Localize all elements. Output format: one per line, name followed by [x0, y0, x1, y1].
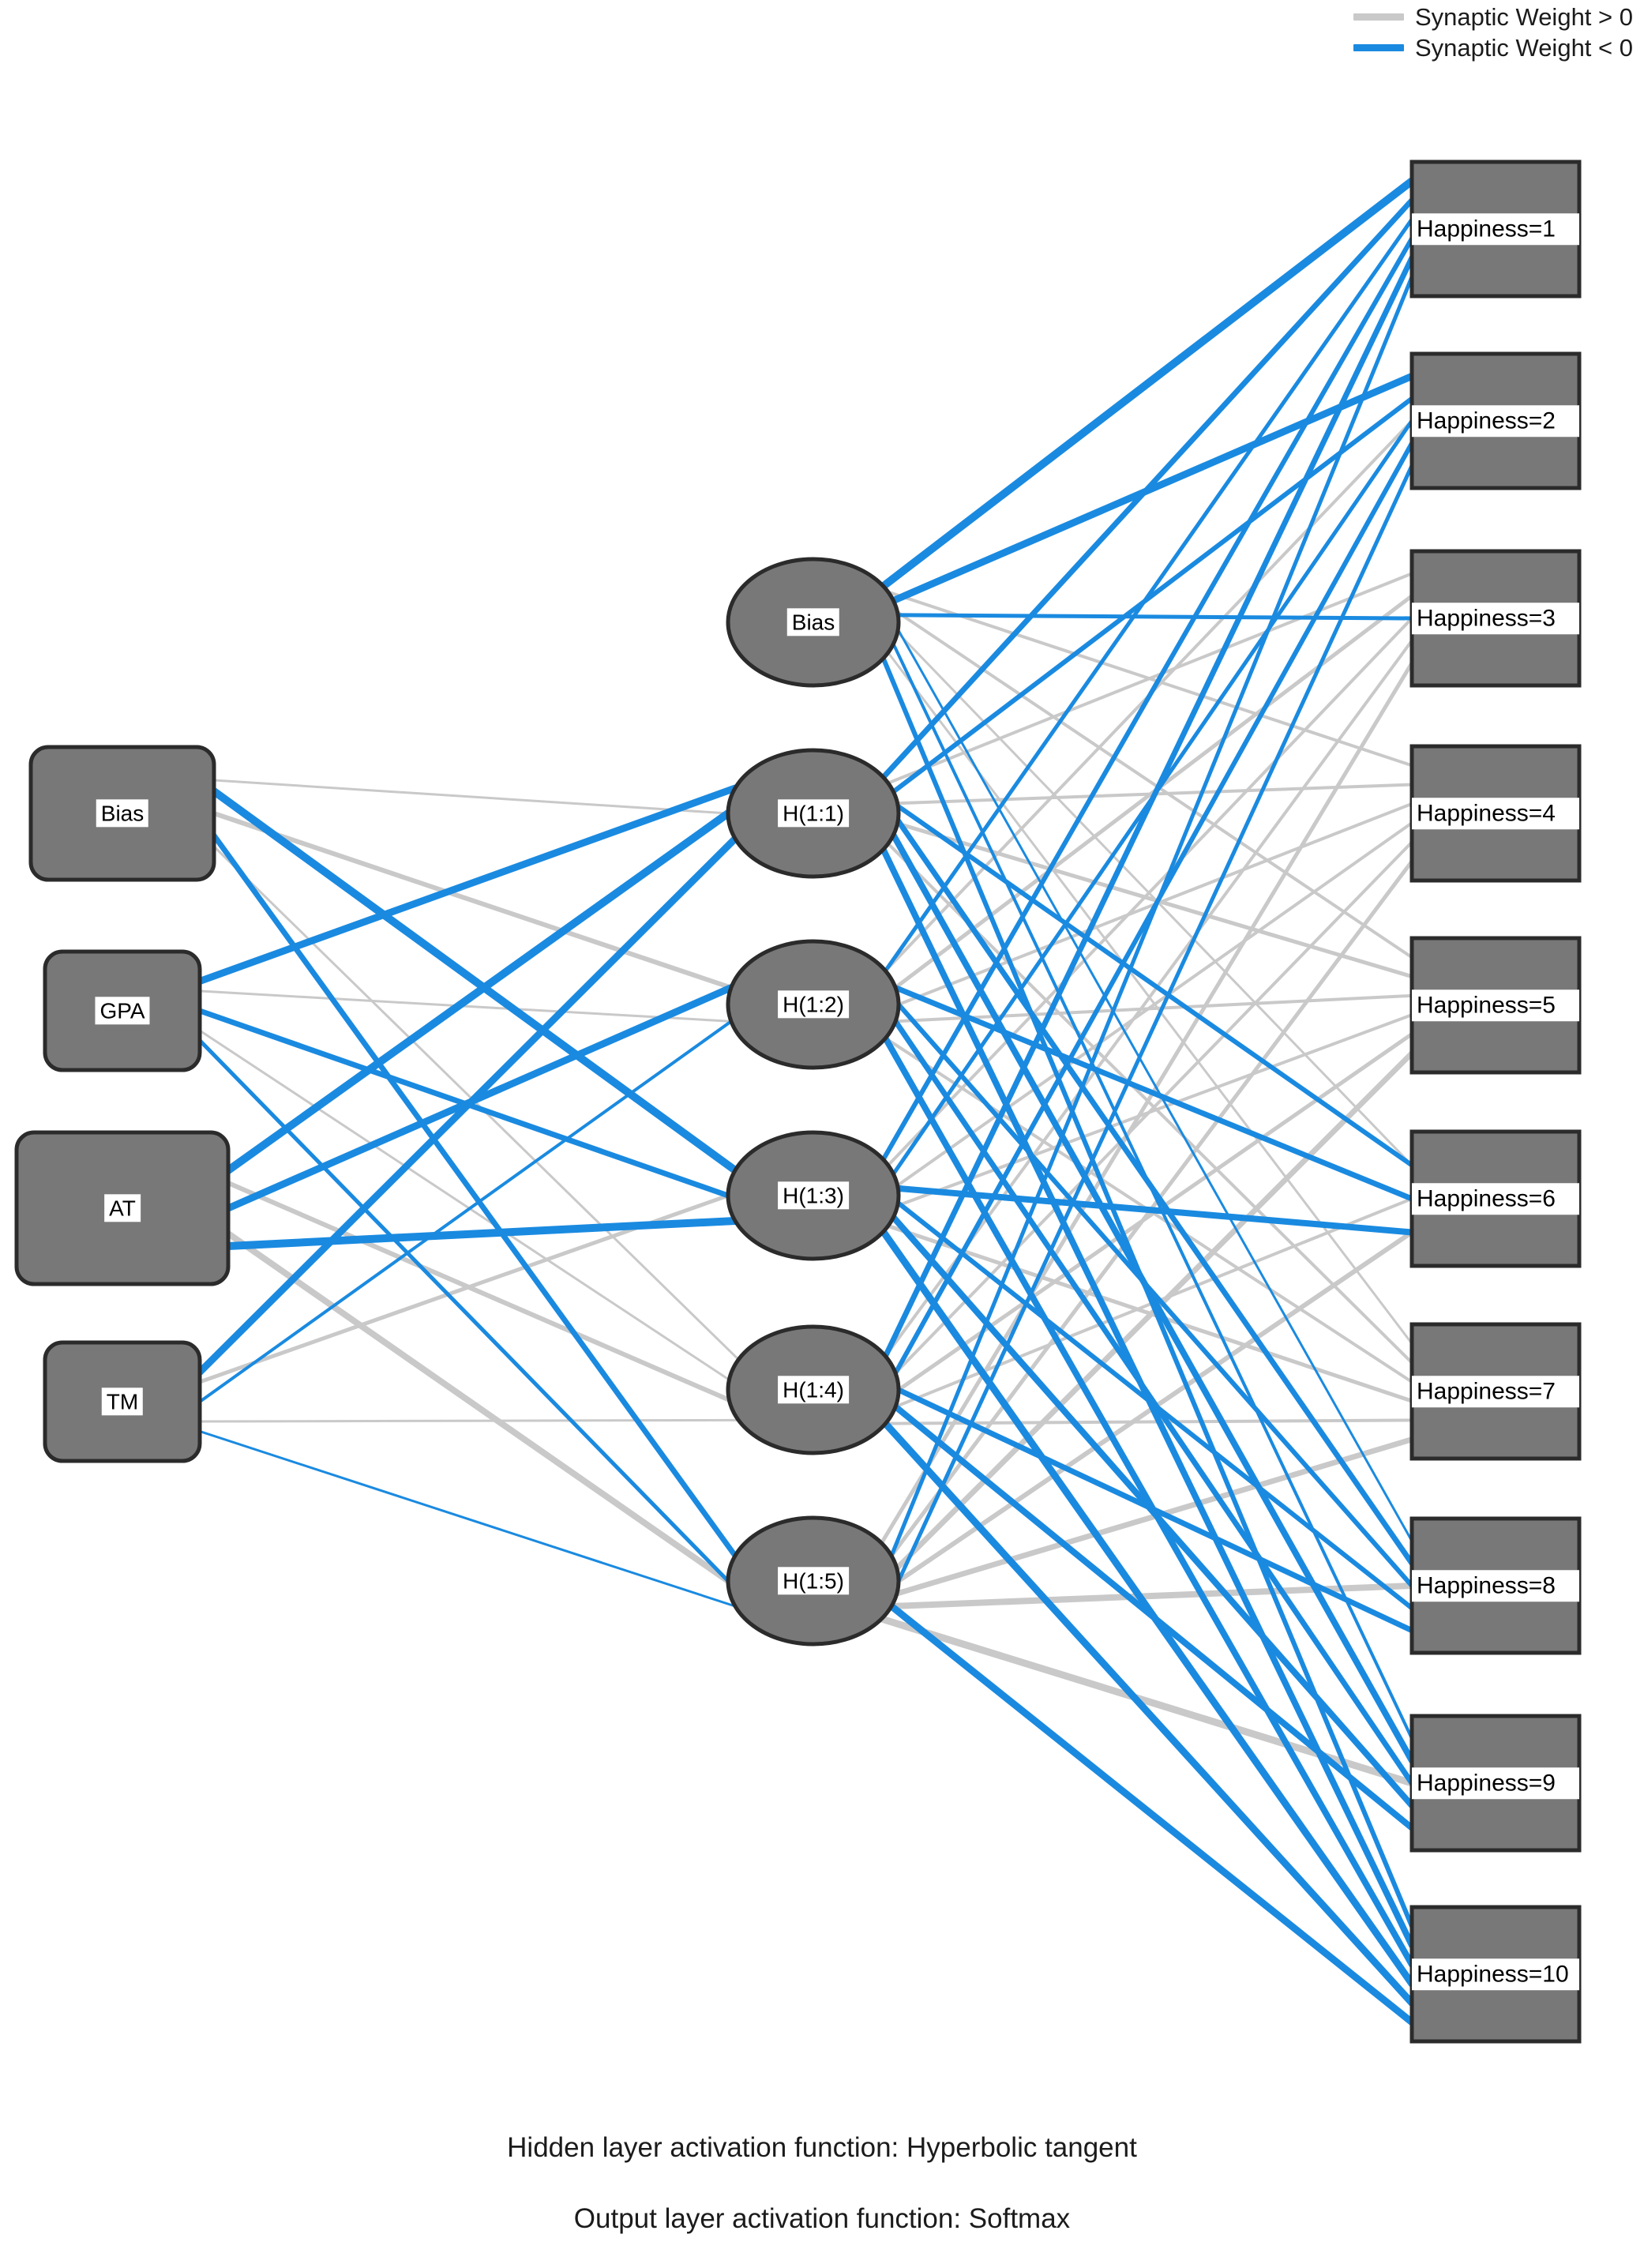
synapse-edge [894, 840, 1413, 1375]
node-label-h5: H(1:5) [778, 1567, 849, 1595]
node-label-o3: Happiness=3 [1412, 603, 1579, 634]
synapse-edge [198, 1430, 737, 1608]
legend-item-negative: Synaptic Weight < 0 [1353, 36, 1633, 60]
node-label-o5: Happiness=5 [1412, 989, 1579, 1021]
synapse-edge [882, 254, 1415, 1359]
node-label-h3: H(1:3) [778, 1181, 849, 1210]
node-label-o10: Happiness=10 [1412, 1958, 1579, 1990]
synapse-edge [196, 835, 739, 1376]
synapse-edge [226, 1181, 732, 1402]
synapse-edge [895, 1200, 1414, 1611]
node-label-in-gpa: GPA [95, 997, 150, 1025]
node-label-in-bias: Bias [96, 799, 149, 828]
legend-item-positive: Synaptic Weight > 0 [1353, 5, 1633, 29]
synapse-edge [196, 784, 739, 985]
synapse-edge [879, 177, 1416, 591]
synapse-edge [892, 1403, 1415, 1831]
synapse-edge [210, 787, 740, 1174]
node-label-o6: Happiness=6 [1412, 1183, 1579, 1215]
line-swatch-negative-icon [1353, 44, 1404, 51]
line-swatch-positive-icon [1353, 13, 1404, 21]
output-activation-caption: Output layer activation function: Softma… [573, 2203, 1071, 2234]
node-label-o8: Happiness=8 [1412, 1570, 1579, 1601]
edges-hidden-to-output [877, 177, 1416, 2026]
synapse-edge [894, 993, 1413, 1023]
synapse-edge [880, 1228, 1416, 1988]
synapse-edge [198, 1418, 740, 1423]
synapse-edge [895, 1013, 1413, 1207]
synapse-edge [890, 832, 1415, 1764]
synapse-edge [892, 985, 1415, 1202]
edges-input-to-hidden [196, 779, 740, 1608]
synapse-edge [895, 613, 1414, 621]
legend: Synaptic Weight > 0 Synaptic Weight < 0 [1353, 5, 1633, 60]
node-label-o7: Happiness=7 [1412, 1376, 1579, 1407]
synapse-edge [896, 628, 1413, 1542]
node-label-in-tm: TM [101, 1387, 144, 1416]
node-label-h2: H(1:2) [778, 990, 849, 1019]
synapse-edge [880, 236, 1414, 1162]
synapse-edge [895, 817, 1415, 1567]
node-label-o4: Happiness=4 [1412, 798, 1579, 829]
synapse-edge [881, 1420, 1416, 2007]
synapse-edge [889, 275, 1414, 1558]
legend-label-positive: Synaptic Weight > 0 [1414, 3, 1633, 31]
synapse-edge [896, 464, 1414, 1583]
synapse-edge [886, 617, 1413, 1167]
synapse-edge [198, 1029, 730, 1381]
hidden-activation-caption: Hidden layer activation function: Hyperb… [507, 2132, 1137, 2163]
node-label-o9: Happiness=9 [1412, 1767, 1579, 1799]
synapse-edge [880, 197, 1415, 780]
synapse-edge [224, 1217, 740, 1250]
synapse-edge [224, 809, 732, 1174]
synapse-edge [198, 1019, 733, 1403]
synapse-edge [883, 217, 1414, 973]
node-label-h4: H(1:4) [778, 1376, 849, 1404]
synapse-edge [896, 1002, 1414, 1588]
synapse-edge [212, 779, 730, 815]
legend-label-negative: Synaptic Weight < 0 [1414, 34, 1633, 62]
synapse-edge [895, 821, 1414, 979]
synapse-edge [889, 372, 1416, 605]
synapse-edge [879, 661, 1414, 1545]
node-label-h1: H(1:1) [778, 799, 849, 828]
synapse-edge [886, 572, 1413, 785]
synapse-edge [225, 1230, 731, 1584]
synapse-edge [891, 396, 1414, 794]
synapse-edge [198, 989, 733, 1023]
node-label-h-bias: Bias [786, 608, 840, 636]
synapse-edge [895, 1387, 1415, 1634]
synapse-edge [895, 803, 1414, 1168]
synapse-edge [212, 811, 734, 990]
synapse-edge [888, 1602, 1416, 2026]
node-label-o2: Happiness=2 [1412, 405, 1579, 437]
synapse-edge [895, 1185, 1415, 1236]
node-label-o1: Happiness=1 [1412, 213, 1579, 245]
synapse-edge [197, 1038, 730, 1583]
synapse-edge [211, 832, 738, 1559]
node-label-in-at: AT [104, 1194, 141, 1222]
synapse-edge [895, 821, 1413, 1188]
synapse-edge [877, 1615, 1416, 1787]
